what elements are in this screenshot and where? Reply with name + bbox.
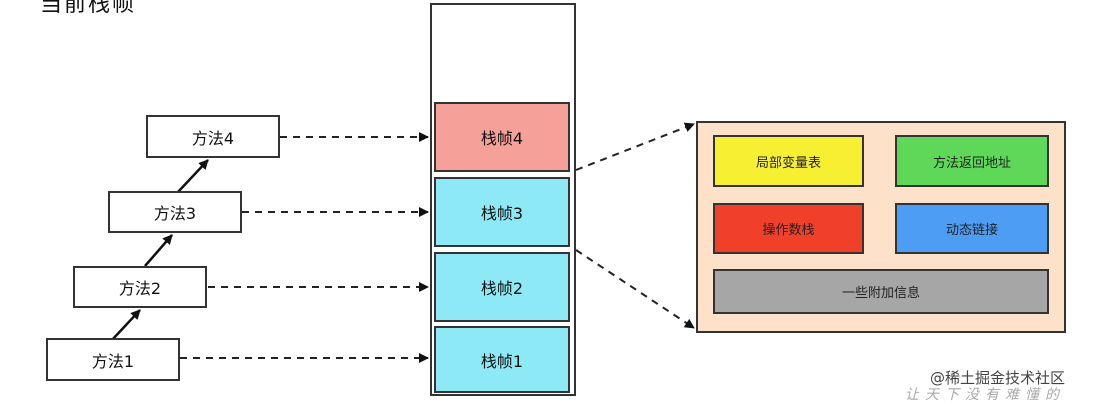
stack-frame-4: 栈帧4: [434, 102, 570, 172]
header-title-cut: 当前栈帧: [40, 0, 137, 17]
call-arrow-2-3: [144, 234, 173, 267]
watermark: @稀土掘金技术社区: [930, 369, 1066, 387]
call-arrow-1-2: [111, 309, 141, 341]
extra-info: 一些附加信息: [713, 269, 1049, 314]
dynamic-linking: 动态链接: [895, 203, 1049, 254]
local-variables-table: 局部变量表: [713, 135, 864, 187]
operand-stack: 操作数栈: [713, 203, 864, 254]
watermark-sub: 让天下没有难懂的: [905, 387, 1065, 403]
method-3: 方法3: [108, 191, 242, 233]
detail-arrow-bottom: [575, 249, 695, 329]
stack-frame-2: 栈帧2: [434, 252, 570, 322]
method-2: 方法2: [73, 266, 207, 308]
method-1: 方法1: [46, 338, 180, 381]
stack-frame-1: 栈帧1: [434, 326, 570, 393]
detail-arrow-top: [575, 122, 695, 171]
method-4: 方法4: [146, 115, 280, 158]
stack-frame-3: 栈帧3: [434, 177, 570, 247]
return-address: 方法返回地址: [895, 135, 1049, 187]
call-arrow-3-4: [177, 159, 209, 193]
